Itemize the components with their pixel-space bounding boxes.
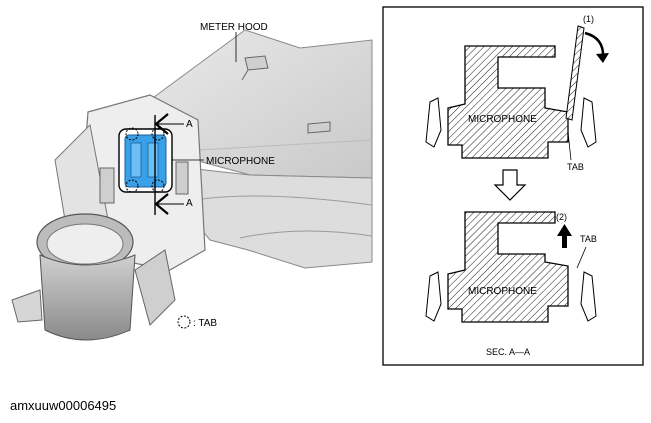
vent-duct-body [39,254,136,341]
section-caption: SEC. A—A [486,347,530,357]
tab-circle [125,179,139,193]
section-marker-top: A [186,119,193,130]
removal-tool [565,25,585,121]
tab-legend-label: : TAB [193,318,217,329]
microphone-label: MICROPHONE [206,156,275,167]
tab-circle [151,127,165,141]
tab-legend-icon [177,315,191,329]
upward-arrow [557,224,572,248]
dashboard-illustration [11,29,373,341]
microphone-section-label: MICROPHONE [468,114,537,125]
microphone-section [447,45,569,159]
tab-circle [125,127,139,141]
section-view-before [425,25,609,161]
step1-label: (1) [583,14,594,24]
section-marker-bottom: A [186,198,193,209]
microphone-section-raised-label: MICROPHONE [468,286,537,297]
microphone-section-raised [447,211,569,323]
tab-label-bottom: TAB [580,234,597,244]
tab-label-top: TAB [567,162,584,172]
section-view-after [425,211,597,323]
transition-arrow [493,169,527,201]
tab-circle [151,179,165,193]
document-id: amxuuw00006495 [10,398,117,413]
meter-hood-label: METER HOOD [200,22,268,33]
step2-label: (2) [556,212,567,222]
